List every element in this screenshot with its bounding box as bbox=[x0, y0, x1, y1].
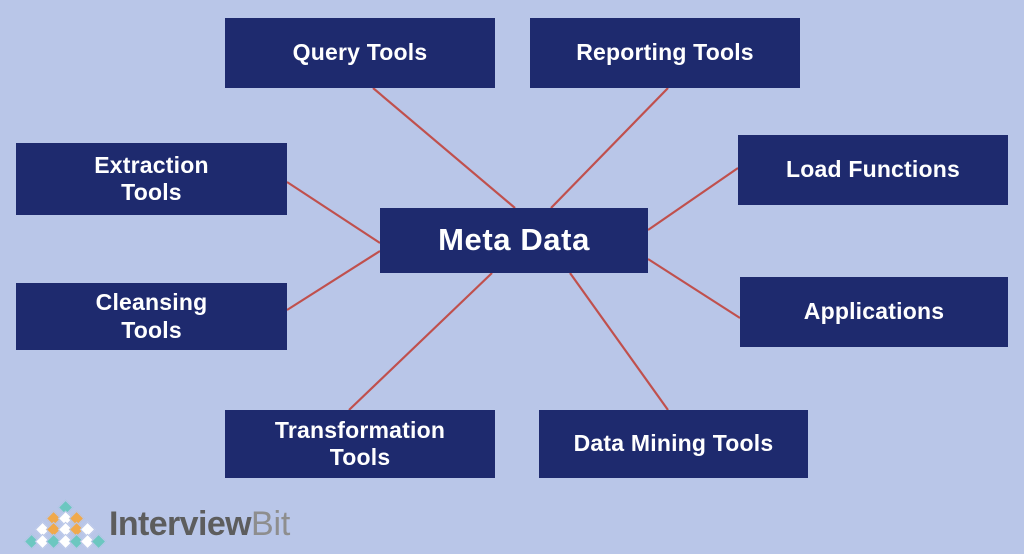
connector-reporting-tools bbox=[550, 87, 669, 209]
connector-transformation-tools bbox=[348, 272, 493, 411]
node-data-mining-tools[interactable]: Data Mining Tools bbox=[539, 410, 808, 478]
node-label: Query Tools bbox=[292, 39, 428, 66]
connector-extraction-tools bbox=[286, 181, 381, 244]
logo-word-primary: Interview bbox=[109, 505, 252, 543]
node-applications[interactable]: Applications bbox=[740, 277, 1008, 347]
node-query-tools[interactable]: Query Tools bbox=[225, 18, 495, 88]
node-label: Applications bbox=[803, 298, 945, 325]
connector-cleansing-tools bbox=[286, 250, 381, 311]
logo-wordmark: InterviewBit bbox=[109, 507, 290, 541]
interviewbit-logo: InterviewBit bbox=[23, 499, 290, 550]
node-meta-data[interactable]: Meta Data bbox=[380, 208, 648, 273]
connector-data-mining-tools bbox=[569, 272, 669, 411]
node-label: Load Functions bbox=[785, 156, 960, 183]
node-label: Reporting Tools bbox=[576, 39, 754, 66]
connector-query-tools bbox=[372, 87, 516, 209]
node-reporting-tools[interactable]: Reporting Tools bbox=[530, 18, 800, 88]
logo-word-secondary: Bit bbox=[251, 505, 291, 543]
connector-load-functions bbox=[647, 167, 739, 231]
node-load-functions[interactable]: Load Functions bbox=[738, 135, 1008, 205]
connector-applications bbox=[647, 258, 741, 319]
node-label: Meta Data bbox=[438, 222, 590, 258]
logo-diamond bbox=[90, 533, 107, 550]
logo-diamond-mark bbox=[23, 499, 107, 550]
node-label: Data Mining Tools bbox=[573, 430, 774, 457]
